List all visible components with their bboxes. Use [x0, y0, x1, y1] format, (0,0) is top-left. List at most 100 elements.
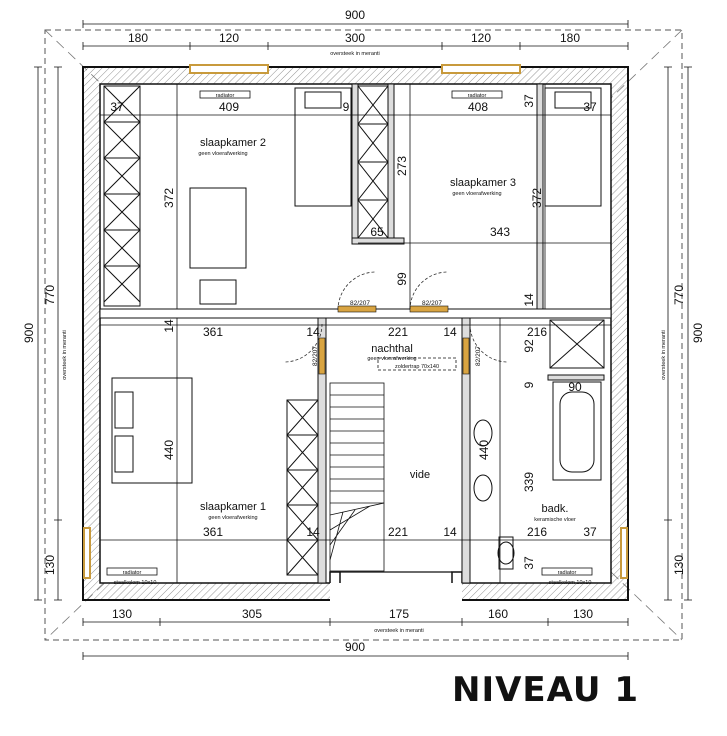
overhang-note: oversteek in meranti: [374, 628, 424, 634]
window: [189, 64, 269, 74]
dim-right-bottom: 130: [672, 555, 686, 575]
room-dim: 14: [443, 525, 457, 539]
wardrobe: [103, 85, 141, 307]
dim-top-seg: 120: [219, 31, 239, 45]
room-dim: 440: [162, 440, 176, 460]
room-dim: 14: [443, 325, 457, 339]
radiator: [451, 90, 503, 99]
dim-bottom-seg: 305: [242, 607, 262, 621]
interior-wall: [547, 374, 605, 381]
dim-bottom-total: 900: [345, 640, 365, 654]
door-swing: [283, 271, 509, 363]
dim-top-total: 900: [345, 8, 365, 22]
stair-recess: [330, 572, 462, 602]
radiator: [541, 567, 593, 576]
room-dim: 9: [522, 381, 536, 388]
dim-top-seg: 180: [560, 31, 580, 45]
interior-wall: [536, 83, 544, 310]
attic-stair-note: zoldertrap 70x140: [395, 364, 439, 370]
room-dim: 273: [395, 156, 409, 176]
room-dim: 14: [306, 525, 320, 539]
room-dim: 99: [395, 272, 409, 286]
room-dim: 14: [522, 293, 536, 307]
room-dim: 65: [370, 225, 384, 239]
stair-recess-wall: [329, 571, 341, 583]
floor-finish-note: geen vloerafwerking: [198, 151, 247, 157]
radiator-label: radiator: [216, 93, 235, 99]
dim-bottom-seg: 160: [488, 607, 508, 621]
room-dim: 216: [527, 525, 547, 539]
sink: [473, 419, 493, 502]
room-dim: 216: [527, 325, 547, 339]
dim-top-seg: 300: [345, 31, 365, 45]
room-dim: 14: [306, 325, 320, 339]
dim-right-outer: 900: [691, 323, 705, 343]
door-size-label: 82/207: [422, 300, 442, 307]
exterior-dimension-lines: [34, 20, 692, 660]
room-dim: 221: [388, 325, 408, 339]
room-dim: 37: [522, 556, 536, 570]
door-size-label: 82/207: [475, 346, 482, 366]
room-dim: 92: [522, 339, 536, 353]
room-dim: 409: [219, 100, 239, 114]
interior-wall: [461, 317, 471, 584]
radiator: [106, 567, 158, 576]
room-label-hall: nachthal: [371, 343, 413, 355]
dim-left-inner: 770: [43, 285, 57, 305]
room-dim: 372: [162, 188, 176, 208]
floor-finish-note: geen vloerafwerking: [452, 191, 501, 197]
window: [83, 527, 91, 579]
dim-left-bottom: 130: [43, 555, 57, 575]
room-dim: 339: [522, 472, 536, 492]
door: [337, 305, 377, 313]
interior-wall: [351, 83, 359, 245]
window: [620, 527, 628, 579]
floor-finish-note: geen vloerafwerking: [208, 515, 257, 521]
room-dim: 37: [110, 100, 124, 114]
dimension-lines: [100, 84, 611, 583]
room-dim: 408: [468, 100, 488, 114]
column-label: staalkolom 10x10: [114, 580, 157, 586]
floor-finish-note: geen vloerafwerking: [367, 356, 416, 362]
room-label-bedroom-2: slaapkamer 2: [200, 137, 266, 149]
room-label-bedroom-1: slaapkamer 1: [200, 501, 266, 513]
overhang-note: oversteek in meranti: [330, 51, 380, 57]
room-dim: 37: [583, 525, 597, 539]
room-label-void: vide: [410, 469, 430, 481]
room-label-bath: badk.: [542, 503, 569, 515]
shower: [549, 319, 605, 369]
roof-overhang-outline: [44, 29, 683, 641]
staircase: [329, 382, 385, 572]
bathtub: [552, 381, 602, 481]
interior-wall: [387, 83, 395, 245]
overhang-note: oversteek in meranti: [661, 330, 667, 380]
room-dim: 37: [522, 94, 536, 108]
door-size-label: 82/207: [312, 346, 319, 366]
door: [462, 337, 470, 375]
page-title: NIVEAU 1: [452, 670, 640, 710]
room-dim: 90: [568, 380, 582, 394]
door-size-label: 82/207: [350, 300, 370, 307]
column-label: staalkolom 10x10: [549, 580, 592, 586]
room-dim: 440: [477, 440, 491, 460]
bed: [294, 87, 352, 207]
radiator-label: radiator: [468, 93, 487, 99]
dim-left-outer: 900: [22, 323, 36, 343]
floor-finish-note: keramische vloer: [534, 517, 576, 523]
dim-bottom-seg: 130: [112, 607, 132, 621]
bed: [189, 187, 247, 305]
room-dim: 372: [530, 188, 544, 208]
dim-bottom-seg: 175: [389, 607, 409, 621]
dim-top-seg: 180: [128, 31, 148, 45]
room-dim: 221: [388, 525, 408, 539]
room-dim: 361: [203, 525, 223, 539]
bed: [111, 377, 193, 484]
door: [318, 337, 326, 375]
overhang-note: oversteek in meranti: [62, 330, 68, 380]
window: [441, 64, 521, 74]
room-dim: 343: [490, 225, 510, 239]
dim-top-seg: 120: [471, 31, 491, 45]
radiator: [199, 90, 251, 99]
room-dim: 9: [343, 100, 350, 114]
